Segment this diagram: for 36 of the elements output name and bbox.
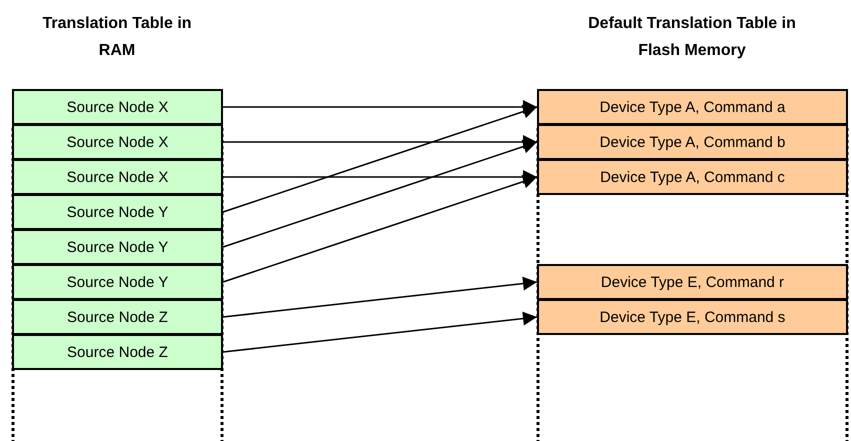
row-text: Source Node Y [66, 204, 168, 220]
row-text: Device Type A, Command c [600, 168, 785, 186]
arrow [222, 174, 538, 283]
row-text: Device Type A, Command a [600, 98, 786, 116]
row-text: Device Type A, Command b [600, 134, 786, 150]
table-row [12, 124, 223, 160]
row-text: Source Node Z [67, 308, 168, 326]
table-row [537, 124, 848, 160]
row-text: Source Node Z [67, 344, 168, 360]
row-text: Source Node X [66, 98, 168, 116]
table-row [12, 229, 223, 265]
table-row [12, 194, 223, 230]
row-text: Device Type E, Command r [600, 274, 784, 290]
table-row [537, 159, 848, 195]
row-text: Source Node Y [66, 238, 168, 256]
table-row [537, 264, 848, 300]
row-text: Device Type E, Command s [600, 308, 786, 326]
row-text: Source Node X [66, 134, 168, 150]
arrow [222, 312, 538, 353]
table-row [12, 299, 223, 335]
table-row [537, 299, 848, 335]
column-heading: Translation Table in RAM [42, 14, 192, 61]
arrow [223, 135, 537, 149]
arrow [222, 140, 538, 248]
arrow [222, 276, 538, 318]
arrow [222, 104, 538, 213]
column-heading: Default Translation Table in Flash Memory [587, 14, 797, 61]
table-row [12, 89, 223, 125]
table-row [12, 264, 223, 300]
arrow [223, 170, 537, 184]
table-row [12, 334, 223, 370]
row-text: Source Node X [66, 168, 168, 186]
table-row [12, 159, 223, 195]
arrow [223, 100, 537, 114]
row-text: Source Node Y [66, 274, 168, 290]
table-row [537, 89, 848, 125]
